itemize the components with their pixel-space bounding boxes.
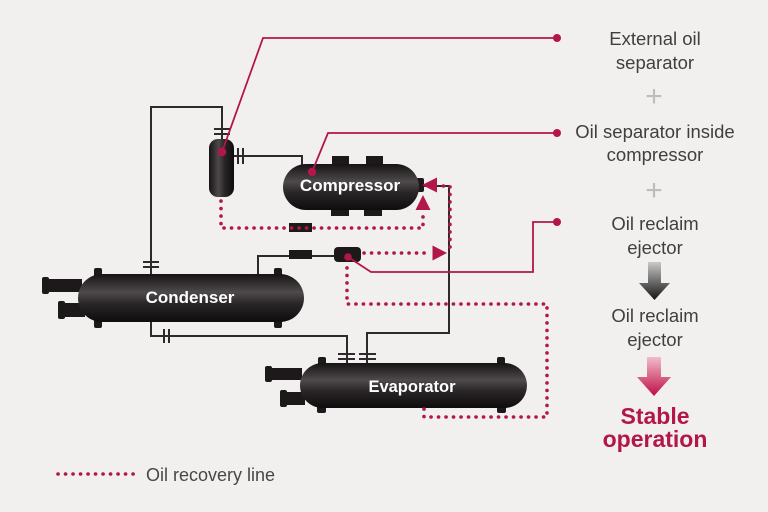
down-arrow-red-icon [637, 357, 671, 396]
stable-operation-line1: Stable [620, 403, 689, 429]
down-arrow-black-icon [639, 262, 670, 300]
compressor-vessel [283, 156, 424, 216]
leader-dot-separator [217, 147, 227, 157]
pipe-condenser-to-separator [150, 106, 223, 274]
flange-evaporator-inlet [338, 353, 355, 360]
stable-operation-line2: operation [603, 426, 708, 452]
legend-label: Oil recovery line [146, 465, 275, 485]
flow-arrow-left-into-compressor [422, 177, 437, 193]
plus-icon: + [645, 80, 663, 113]
condenser-label: Condenser [146, 288, 235, 307]
flange-separator-right [237, 148, 244, 164]
callout-external-oil-separator-line1: External oil [609, 28, 701, 49]
leader-dot-compressor [307, 167, 317, 177]
callout-oil-reclaim-ejector-1-line2: ejector [627, 237, 683, 258]
callout-oil-reclaim-ejector-2-line2: ejector [627, 329, 683, 350]
condenser-nozzle-upper [47, 279, 82, 292]
legend: Oil recovery line [56, 465, 275, 485]
callout-leaders [217, 34, 561, 273]
oil-recovery-lines [219, 184, 549, 419]
leader-oil-reclaim-ejector [347, 221, 557, 273]
leader-endpoint-3 [553, 218, 561, 226]
leader-endpoint-1 [553, 34, 561, 42]
flange-condenser-top [143, 261, 159, 268]
evaporator-nozzle-upper-cap [265, 366, 272, 382]
leader-oil-separator-inside-compressor [311, 132, 557, 173]
flange-condenser-bottom [163, 329, 170, 343]
pipe-compressor-to-evaporator [366, 185, 450, 364]
evaporator-nozzle-lower-cap [280, 390, 287, 407]
leader-external-oil-separator [221, 37, 557, 153]
compressor-label: Compressor [300, 176, 401, 195]
oil-line-separator-to-compressor [219, 199, 425, 230]
callout-oil-separator-inside-line1: Oil separator inside [575, 121, 734, 142]
flow-arrow-right-to-corner [432, 245, 447, 261]
leader-endpoint-2 [553, 129, 561, 137]
evaporator-vessel [265, 357, 527, 413]
evaporator-nozzle-lower [285, 392, 305, 405]
callout-external-oil-separator-line2: separator [616, 52, 694, 73]
oil-line-evaporator-to-ejector [345, 262, 549, 419]
evaporator-nozzle-upper [270, 368, 302, 380]
condenser-nozzle-upper-cap [42, 277, 49, 294]
pipe-condenser-to-evaporator [150, 320, 348, 364]
refrigerant-pipes [143, 106, 450, 364]
callout-oil-reclaim-ejector-1-line1: Oil reclaim [611, 213, 698, 234]
flange-evaporator-outlet [359, 353, 376, 360]
valve-block-bottom [289, 250, 312, 259]
evaporator-label: Evaporator [368, 378, 456, 396]
condenser-nozzle-lower-cap [58, 301, 65, 319]
oil-line-corner-to-compressor [438, 184, 452, 249]
flange-separator-top [214, 128, 230, 135]
callout-column: External oil separator + Oil separator i… [575, 28, 734, 452]
callout-oil-reclaim-ejector-2-line1: Oil reclaim [611, 305, 698, 326]
leader-dot-ejector [344, 253, 352, 261]
external-oil-separator-vessel [209, 139, 234, 197]
condenser-vessel [42, 268, 304, 328]
plus-icon: + [645, 174, 663, 207]
flow-arrow-up-into-compressor [415, 195, 431, 210]
condenser-nozzle-lower [63, 303, 85, 317]
callout-oil-separator-inside-line2: compressor [607, 144, 704, 165]
